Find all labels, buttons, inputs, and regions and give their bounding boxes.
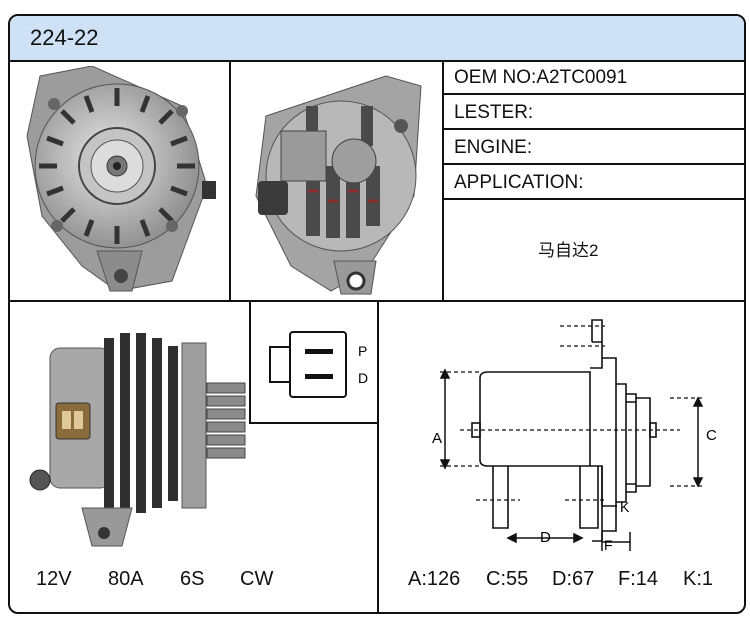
product-sheet: 224-22 OEM NO:A2TC0091 LESTER: ENGINE: A… [8,14,746,614]
alternator-rear-photo [255,75,422,295]
divider-h-info1 [442,93,744,95]
pin-p-label: P [358,343,367,359]
lester-label: LESTER: [454,102,534,123]
connector-diagram: P D [269,331,368,398]
dimension-k: K:1 [683,568,714,590]
divider-h-info2 [442,128,744,130]
divider-v3 [377,300,379,612]
dim-label-f: F [604,537,613,553]
oem-value: A2TC0091 [536,67,628,88]
dimension-c: C:55 [486,568,529,590]
divider-h-info4 [442,198,744,200]
spec-pulley: 6S [180,568,205,590]
application-value: 马自达2 [538,241,599,260]
part-number-title: 224-22 [30,25,99,50]
divider-connector-left [249,300,251,422]
divider-v2 [442,60,444,300]
oem-row: OEM NO:A2TC0091 [454,67,627,89]
dim-label-a: A [432,430,442,447]
dim-label-k: K [620,499,630,515]
dimension-d: D:67 [552,568,595,590]
dimension-drawing: A C D F K [432,319,717,553]
header-bar: 224-22 [10,16,744,62]
dimension-f: F:14 [618,568,659,590]
alternator-front-photo [26,66,216,292]
application-label: APPLICATION: [454,172,584,193]
spec-amperage: 80A [108,568,144,590]
divider-h-info3 [442,163,744,165]
oem-label: OEM NO: [454,67,537,88]
dim-label-d: D [540,529,551,546]
divider-connector-bottom [249,422,379,424]
dimension-a: A:126 [408,568,461,590]
pin-d-label: D [358,370,368,386]
divider-v1 [229,60,231,300]
spec-rotation: CW [240,568,274,590]
spec-voltage: 12V [36,568,72,590]
engine-label: ENGINE: [454,137,533,158]
alternator-side-photo [29,333,246,547]
dim-label-c: C [706,427,717,444]
